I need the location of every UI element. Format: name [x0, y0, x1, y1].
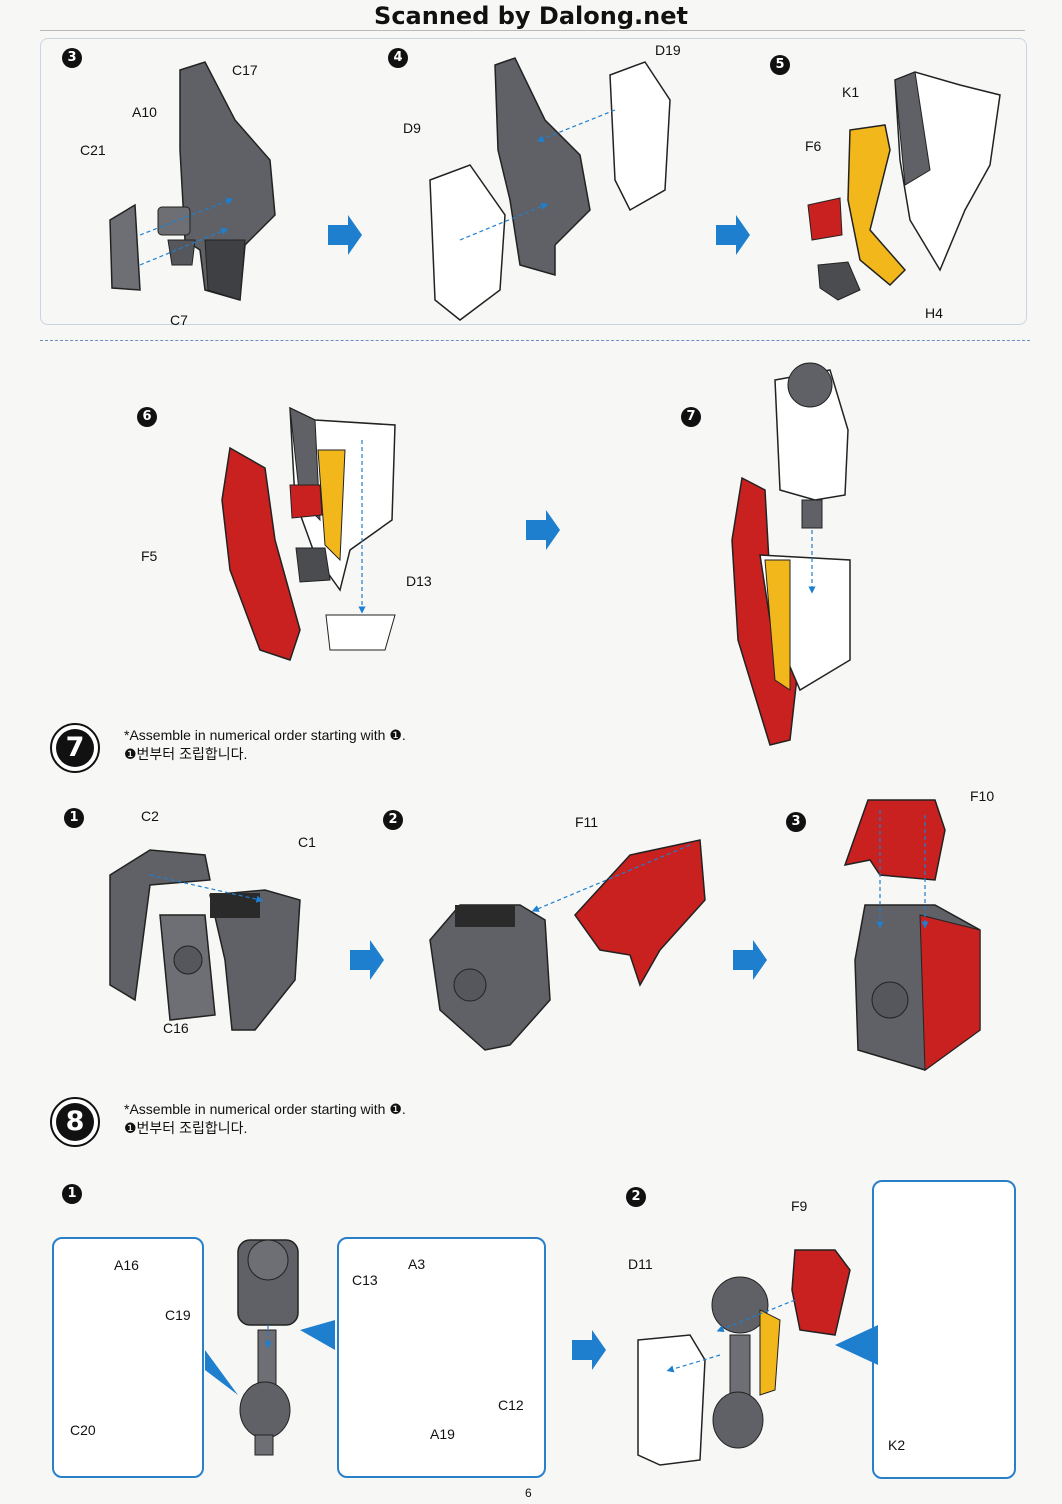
- section-8-badge: 8: [50, 1097, 100, 1147]
- part-label: C16: [163, 1020, 189, 1036]
- step4-assembly: [429, 57, 671, 321]
- section-7-number: 7: [56, 729, 94, 767]
- next-arrow-5: [733, 940, 767, 980]
- part-label: C13: [352, 1272, 378, 1288]
- section-7-note: *Assemble in numerical order starting wi…: [124, 726, 406, 764]
- s7-step2-assembly: [429, 839, 706, 1051]
- next-arrow-2: [716, 215, 750, 255]
- next-arrow-3: [526, 510, 560, 550]
- s8-substep-2-marker: 2: [626, 1187, 646, 1207]
- step-6-marker: 6: [137, 407, 157, 427]
- part-label: A3: [408, 1256, 426, 1272]
- s7-substep-3-marker: 3: [786, 812, 806, 832]
- step5-assembly: [807, 71, 1001, 301]
- s7-step1-assembly: [109, 849, 301, 1031]
- step-7-marker: 7: [681, 407, 701, 427]
- part-label: F11: [575, 814, 599, 830]
- part-label: D19: [655, 42, 681, 58]
- part-label: A19: [430, 1426, 455, 1442]
- page-number: 6: [525, 1486, 532, 1500]
- part-label: A16: [114, 1257, 139, 1273]
- section-7-badge: 7: [50, 723, 100, 773]
- s8-step2-assembly: [637, 1249, 878, 1466]
- part-label: C7: [170, 312, 188, 328]
- step3-assembly: [109, 61, 276, 301]
- step-3-marker: 3: [62, 48, 82, 68]
- part-label: C1: [298, 834, 316, 850]
- part-label: F5: [141, 548, 158, 564]
- s7-substep-1-marker: 1: [64, 808, 84, 828]
- section-7-note-ko: ❶번부터 조립합니다.: [124, 746, 248, 762]
- step6-assembly: [221, 406, 396, 661]
- s8-step1-assembly: [205, 1239, 335, 1456]
- part-label: C17: [232, 62, 258, 78]
- s8-substep-1-marker: 1: [62, 1184, 82, 1204]
- part-label: C20: [70, 1422, 96, 1438]
- part-label: D9: [403, 120, 421, 136]
- s7-substep-2-marker: 2: [383, 810, 403, 830]
- section-divider: [40, 340, 1030, 341]
- next-arrow-6: [572, 1330, 606, 1370]
- part-label: A10: [132, 104, 157, 120]
- part-label: K1: [842, 84, 860, 100]
- part-label: H4: [925, 305, 943, 321]
- step-5-marker: 5: [770, 55, 790, 75]
- part-label: F9: [791, 1198, 808, 1214]
- part-label: C12: [498, 1397, 524, 1413]
- top-panel-frame: [40, 38, 1027, 325]
- section-7-note-en: *Assemble in numerical order starting wi…: [124, 727, 406, 743]
- section-8-note: *Assemble in numerical order starting wi…: [124, 1100, 406, 1138]
- next-arrow-1: [328, 215, 362, 255]
- next-arrow-4: [350, 940, 384, 980]
- scanner-watermark: Scanned by Dalong.net: [374, 2, 688, 30]
- part-label: F6: [805, 138, 822, 154]
- part-label: C19: [165, 1307, 191, 1323]
- section-8-number: 8: [56, 1103, 94, 1141]
- header-rule: [40, 30, 1025, 31]
- s7-step3-assembly: [843, 799, 981, 1071]
- part-label: C2: [141, 808, 159, 824]
- step7-assembly: [731, 362, 851, 746]
- part-label: F10: [970, 788, 995, 804]
- part-label: C21: [80, 142, 106, 158]
- part-label: D11: [628, 1256, 653, 1272]
- section-8-note-en: *Assemble in numerical order starting wi…: [124, 1101, 406, 1117]
- step-4-marker: 4: [388, 48, 408, 68]
- part-label: D13: [406, 573, 432, 589]
- part-label: K2: [888, 1437, 906, 1453]
- section-8-note-ko: ❶번부터 조립합니다.: [124, 1120, 248, 1136]
